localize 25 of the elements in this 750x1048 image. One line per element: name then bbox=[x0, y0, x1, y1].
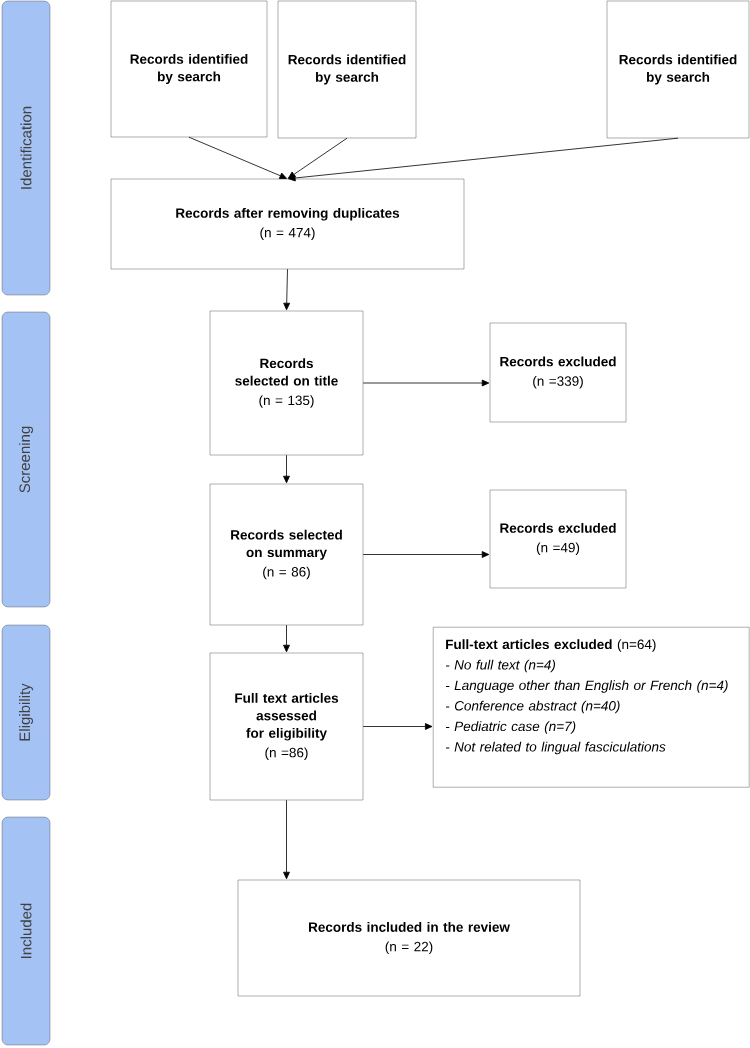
stage-band: Screening bbox=[1, 311, 51, 608]
stage-band: Included bbox=[1, 816, 51, 1046]
arrow bbox=[283, 799, 290, 880]
arrow bbox=[362, 723, 433, 730]
process-box: Full text articles assessed for eligibility (n =86) bbox=[209, 652, 364, 801]
process-box: Records identified by search bbox=[110, 0, 268, 138]
arrow bbox=[283, 454, 290, 484]
process-box: Records included in the review (n = 22) bbox=[237, 879, 581, 997]
arrow bbox=[362, 551, 490, 558]
process-box: Records excluded (n =49) bbox=[489, 489, 627, 589]
process-box: Records selected on summary (n = 86) bbox=[209, 483, 364, 626]
exclusion-box: Full-text articles excluded (n=64) - No full text (n=4) - Language other than English or French (n=4) - Conference abstract (n=40) - Pediatric case (n=7) - Not related to lingual fasciculations bbox=[433, 627, 750, 788]
arrow bbox=[283, 268, 291, 311]
arrow bbox=[287, 137, 348, 179]
stage-band: Eligibility bbox=[1, 624, 51, 801]
arrow bbox=[288, 137, 679, 182]
process-box: Records identified by search bbox=[277, 0, 417, 139]
arrow bbox=[283, 624, 290, 653]
arrow bbox=[362, 379, 490, 387]
arrow bbox=[188, 136, 287, 179]
process-box: Records after removing duplicates (n = 474) bbox=[110, 178, 465, 270]
process-box: Records selected on title (n = 135) bbox=[209, 310, 364, 456]
stage-band: Identification bbox=[1, 0, 51, 296]
process-box: Records identified by search bbox=[606, 0, 750, 139]
process-box: Records excluded (n =339) bbox=[489, 322, 627, 423]
